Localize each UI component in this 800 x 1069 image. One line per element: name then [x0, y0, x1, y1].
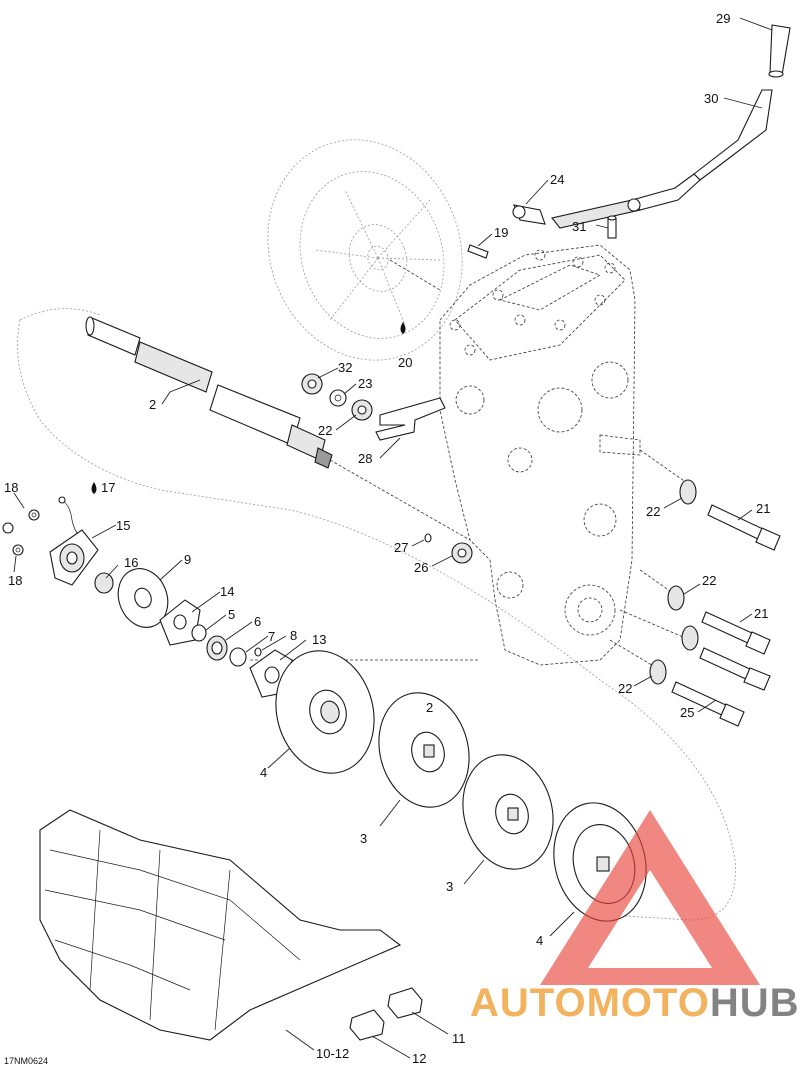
small-o-ring — [254, 647, 262, 657]
shift-lever — [551, 89, 773, 229]
seal-ring — [191, 624, 207, 642]
nut-upper — [28, 509, 40, 521]
callout-9: 9 — [184, 552, 191, 567]
callout-3-right: 3 — [446, 879, 453, 894]
watermark-brand-part2: HUB — [710, 981, 800, 1025]
callout-26: 26 — [414, 560, 428, 575]
callout-31: 31 — [572, 219, 586, 234]
slider-clip-b — [349, 1009, 385, 1041]
lubricant-drop-icon — [91, 482, 97, 494]
callout-21-middle: 21 — [754, 606, 768, 621]
callout-4-right: 4 — [536, 933, 543, 948]
shift-fork — [375, 397, 446, 441]
callout-15: 15 — [116, 518, 130, 533]
callout-4-left: 4 — [260, 765, 267, 780]
callout-30: 30 — [704, 91, 718, 106]
circlip — [229, 647, 247, 667]
gearbox-housing-ghost — [439, 244, 641, 666]
o-ring — [424, 533, 432, 543]
slider-clip-a — [387, 987, 423, 1019]
callout-12: 12 — [412, 1051, 426, 1066]
callout-20: 20 — [398, 355, 412, 370]
callout-2-sprocket: 2 — [426, 700, 433, 715]
watermark-brand-part1: AUTOMOTO — [470, 981, 710, 1025]
callout-25: 25 — [680, 705, 694, 720]
bearing-a — [351, 399, 373, 421]
sprocket-mid-a — [378, 692, 470, 808]
callout-13: 13 — [312, 632, 326, 647]
callout-19: 19 — [494, 225, 508, 240]
bearing-c — [667, 585, 685, 611]
callout-labels: 29 30 24 31 19 20 2 32 23 22 28 17 18 15… — [4, 11, 770, 1066]
spacer — [451, 542, 473, 564]
cable-clip — [512, 204, 546, 225]
leader-lines — [13, 17, 773, 1059]
bearing-housing — [49, 529, 99, 586]
callout-22-shaft: 22 — [318, 423, 332, 438]
shift-knob — [768, 24, 791, 78]
sprocket-mid-b — [462, 754, 554, 870]
callout-29: 29 — [716, 11, 730, 26]
watermark-triangle-icon — [540, 810, 760, 985]
callout-24: 24 — [550, 172, 564, 187]
callout-21-upper: 21 — [756, 501, 770, 516]
callout-3-left: 3 — [360, 831, 367, 846]
callout-18-bottom: 18 — [8, 573, 22, 588]
callout-5: 5 — [228, 607, 235, 622]
drive-axle — [85, 316, 333, 469]
callout-8: 8 — [290, 628, 297, 643]
callout-2-shaft: 2 — [149, 397, 156, 412]
nut-lower — [12, 544, 24, 556]
callout-10-12: 10-12 — [316, 1046, 349, 1061]
callout-14: 14 — [220, 584, 234, 599]
callout-11: 11 — [452, 1031, 466, 1046]
bearing-e — [649, 659, 667, 685]
sprocket-small — [301, 373, 323, 395]
chain-loop-ghost — [17, 308, 736, 921]
reference-code: 17NM0624 — [4, 1056, 48, 1066]
callout-27: 27 — [394, 540, 408, 555]
bolt-upper — [707, 504, 781, 551]
bolt-bottom — [671, 681, 745, 727]
bearing-b — [679, 479, 697, 505]
callout-6: 6 — [254, 614, 261, 629]
callout-16: 16 — [124, 555, 138, 570]
projection-lines — [250, 259, 691, 671]
bearing-d — [681, 625, 699, 651]
bearing-main — [206, 635, 228, 661]
callout-28: 28 — [358, 451, 372, 466]
flange-plate — [159, 599, 201, 646]
lubricant-drop-icon — [400, 322, 406, 334]
bearing-insert — [94, 572, 114, 594]
callout-22-lower: 22 — [618, 681, 632, 696]
sprocket-outer-left — [275, 650, 375, 774]
seal-disc — [117, 568, 169, 628]
track-belt — [39, 809, 402, 1041]
nut — [329, 389, 347, 407]
callout-18-top: 18 — [4, 480, 18, 495]
shift-pin — [607, 215, 617, 239]
callout-23: 23 — [358, 376, 372, 391]
callout-22-upper: 22 — [646, 504, 660, 519]
bolt-lower — [699, 647, 771, 691]
nut-middle — [2, 522, 14, 534]
key — [467, 244, 489, 259]
callout-32: 32 — [338, 360, 352, 375]
watermark-logo: AUTOMOTOHUB — [470, 810, 800, 1025]
callout-7: 7 — [268, 629, 275, 644]
callout-17: 17 — [101, 480, 115, 495]
bolt-middle — [701, 611, 771, 655]
drive-pulley-ghost — [267, 139, 463, 361]
callout-22-middle: 22 — [702, 573, 716, 588]
watermark-text: AUTOMOTOHUB — [470, 981, 800, 1025]
